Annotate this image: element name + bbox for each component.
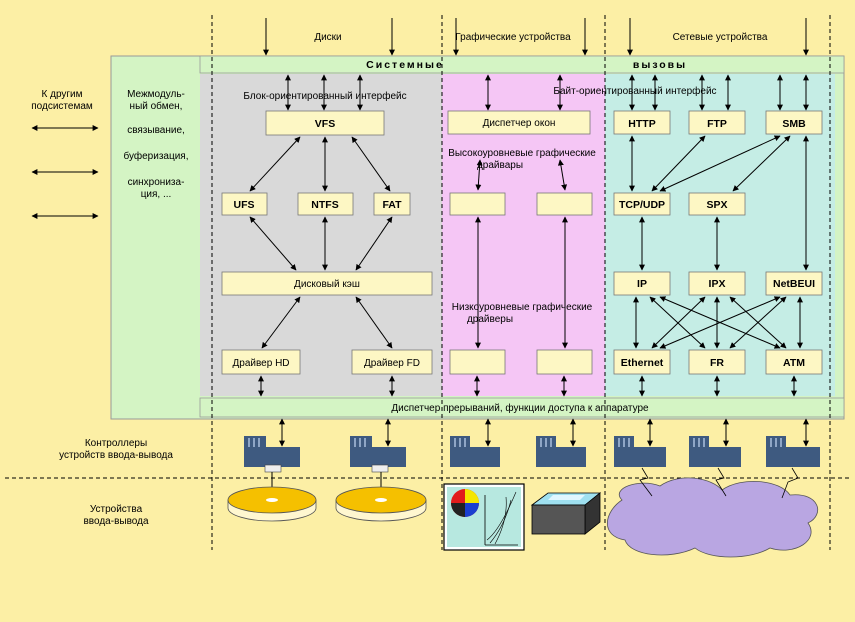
- syscalls-left: Системные: [366, 59, 444, 71]
- disk-cache-box: [221, 271, 433, 296]
- ntfs-box: [297, 192, 354, 216]
- spx-box: [688, 192, 746, 216]
- system-calls-bar: [199, 55, 845, 74]
- controller-fd: [350, 436, 406, 473]
- ufs-box: [221, 192, 268, 216]
- fr-box: [688, 349, 746, 375]
- fr-label: FR: [710, 357, 724, 369]
- network-cloud-icon: [607, 467, 818, 558]
- floppy-disk-icon: [335, 472, 427, 522]
- disk-cache-label: Дисковый кэш: [294, 279, 360, 290]
- fd-driver-label: Драйвер FD: [364, 358, 420, 369]
- ethernet-box: [613, 349, 671, 375]
- other-subsystems-line1: К другим: [42, 89, 83, 100]
- syscalls-right: вызовы: [633, 59, 687, 71]
- ipx-label: IPX: [709, 278, 726, 290]
- fat-box: [373, 192, 411, 216]
- low-level-line1: Низкоуровневые графические: [452, 301, 593, 313]
- hard-disk-icon: [227, 472, 317, 522]
- graphics-device-icon: [530, 492, 602, 535]
- ip-label: IP: [637, 278, 647, 290]
- controller-graphics-2: [536, 436, 586, 467]
- label-network: Сетевые устройства: [673, 32, 768, 43]
- atm-label: ATM: [783, 357, 805, 369]
- high-level-line2: драйвары: [477, 160, 523, 171]
- smb-box: [765, 110, 823, 135]
- controller-graphics-1: [450, 436, 500, 467]
- devices-line2: ввода-вывода: [83, 516, 148, 527]
- controller-net-3: [766, 436, 820, 467]
- low-level-driver-2: [536, 349, 593, 375]
- ftp-label: FTP: [707, 118, 727, 130]
- hd-driver-box: [221, 349, 301, 375]
- spx-label: SPX: [706, 199, 727, 211]
- netbeui-label: NetBEUI: [773, 278, 815, 290]
- netbeui-box: [765, 271, 823, 296]
- tcpudp-box: [613, 192, 671, 216]
- high-level-driver-1: [449, 192, 506, 216]
- vfs-label: VFS: [315, 118, 335, 130]
- window-manager-box: [447, 110, 591, 135]
- controllers-line2: устройств ввода-вывода: [59, 450, 173, 461]
- interrupt-label: Диспетчер прерываний, функции доступа к …: [391, 402, 649, 414]
- ipx-box: [688, 271, 746, 296]
- ntfs-label: NTFS: [311, 199, 338, 211]
- controller-hd: [244, 436, 300, 473]
- label-disks: Диски: [314, 32, 341, 43]
- atm-box: [765, 349, 823, 375]
- high-level-driver-2: [536, 192, 593, 216]
- label-graphics: Графические устройства: [455, 31, 571, 43]
- http-label: HTTP: [628, 118, 655, 130]
- interrupt-bar: [199, 397, 845, 418]
- ufs-label: UFS: [234, 199, 255, 211]
- functions-line5: синхрониза-: [128, 177, 185, 188]
- functions-line2: ный обмен,: [130, 100, 183, 112]
- controllers-line1: Контроллеры: [85, 438, 147, 449]
- controller-net-1: [614, 436, 666, 467]
- functions-line6: ция, ...: [141, 189, 172, 200]
- ethernet-label: Ethernet: [621, 357, 664, 369]
- byte-interface-label: Байт-ориентированный интерфейс: [553, 85, 716, 97]
- tcpudp-label: TCP/UDP: [619, 199, 665, 211]
- window-manager-label: Диспетчер окон: [483, 118, 556, 129]
- high-level-line1: Высокоуровневые графические: [448, 147, 596, 159]
- fat-label: FAT: [382, 199, 402, 211]
- http-box: [613, 110, 671, 135]
- block-interface-label: Блок-ориентированный интерфейс: [243, 90, 406, 102]
- low-level-driver-1: [449, 349, 506, 375]
- fd-driver-box: [351, 349, 433, 375]
- devices-line1: Устройства: [90, 504, 143, 515]
- controller-net-2: [689, 436, 741, 467]
- other-subsystems-line2: подсистемам: [31, 101, 93, 112]
- functions-line4: буферизация,: [124, 150, 189, 162]
- functions-line1: Межмодуль-: [127, 89, 185, 100]
- low-level-line2: драйверы: [467, 314, 513, 325]
- graphics-display-icon: [443, 483, 525, 551]
- ftp-box: [688, 110, 746, 135]
- smb-label: SMB: [782, 118, 806, 130]
- ip-box: [613, 271, 671, 296]
- functions-line3: связывание,: [127, 125, 185, 136]
- hd-driver-label: Драйвер HD: [232, 358, 289, 369]
- vfs-box: [265, 110, 385, 136]
